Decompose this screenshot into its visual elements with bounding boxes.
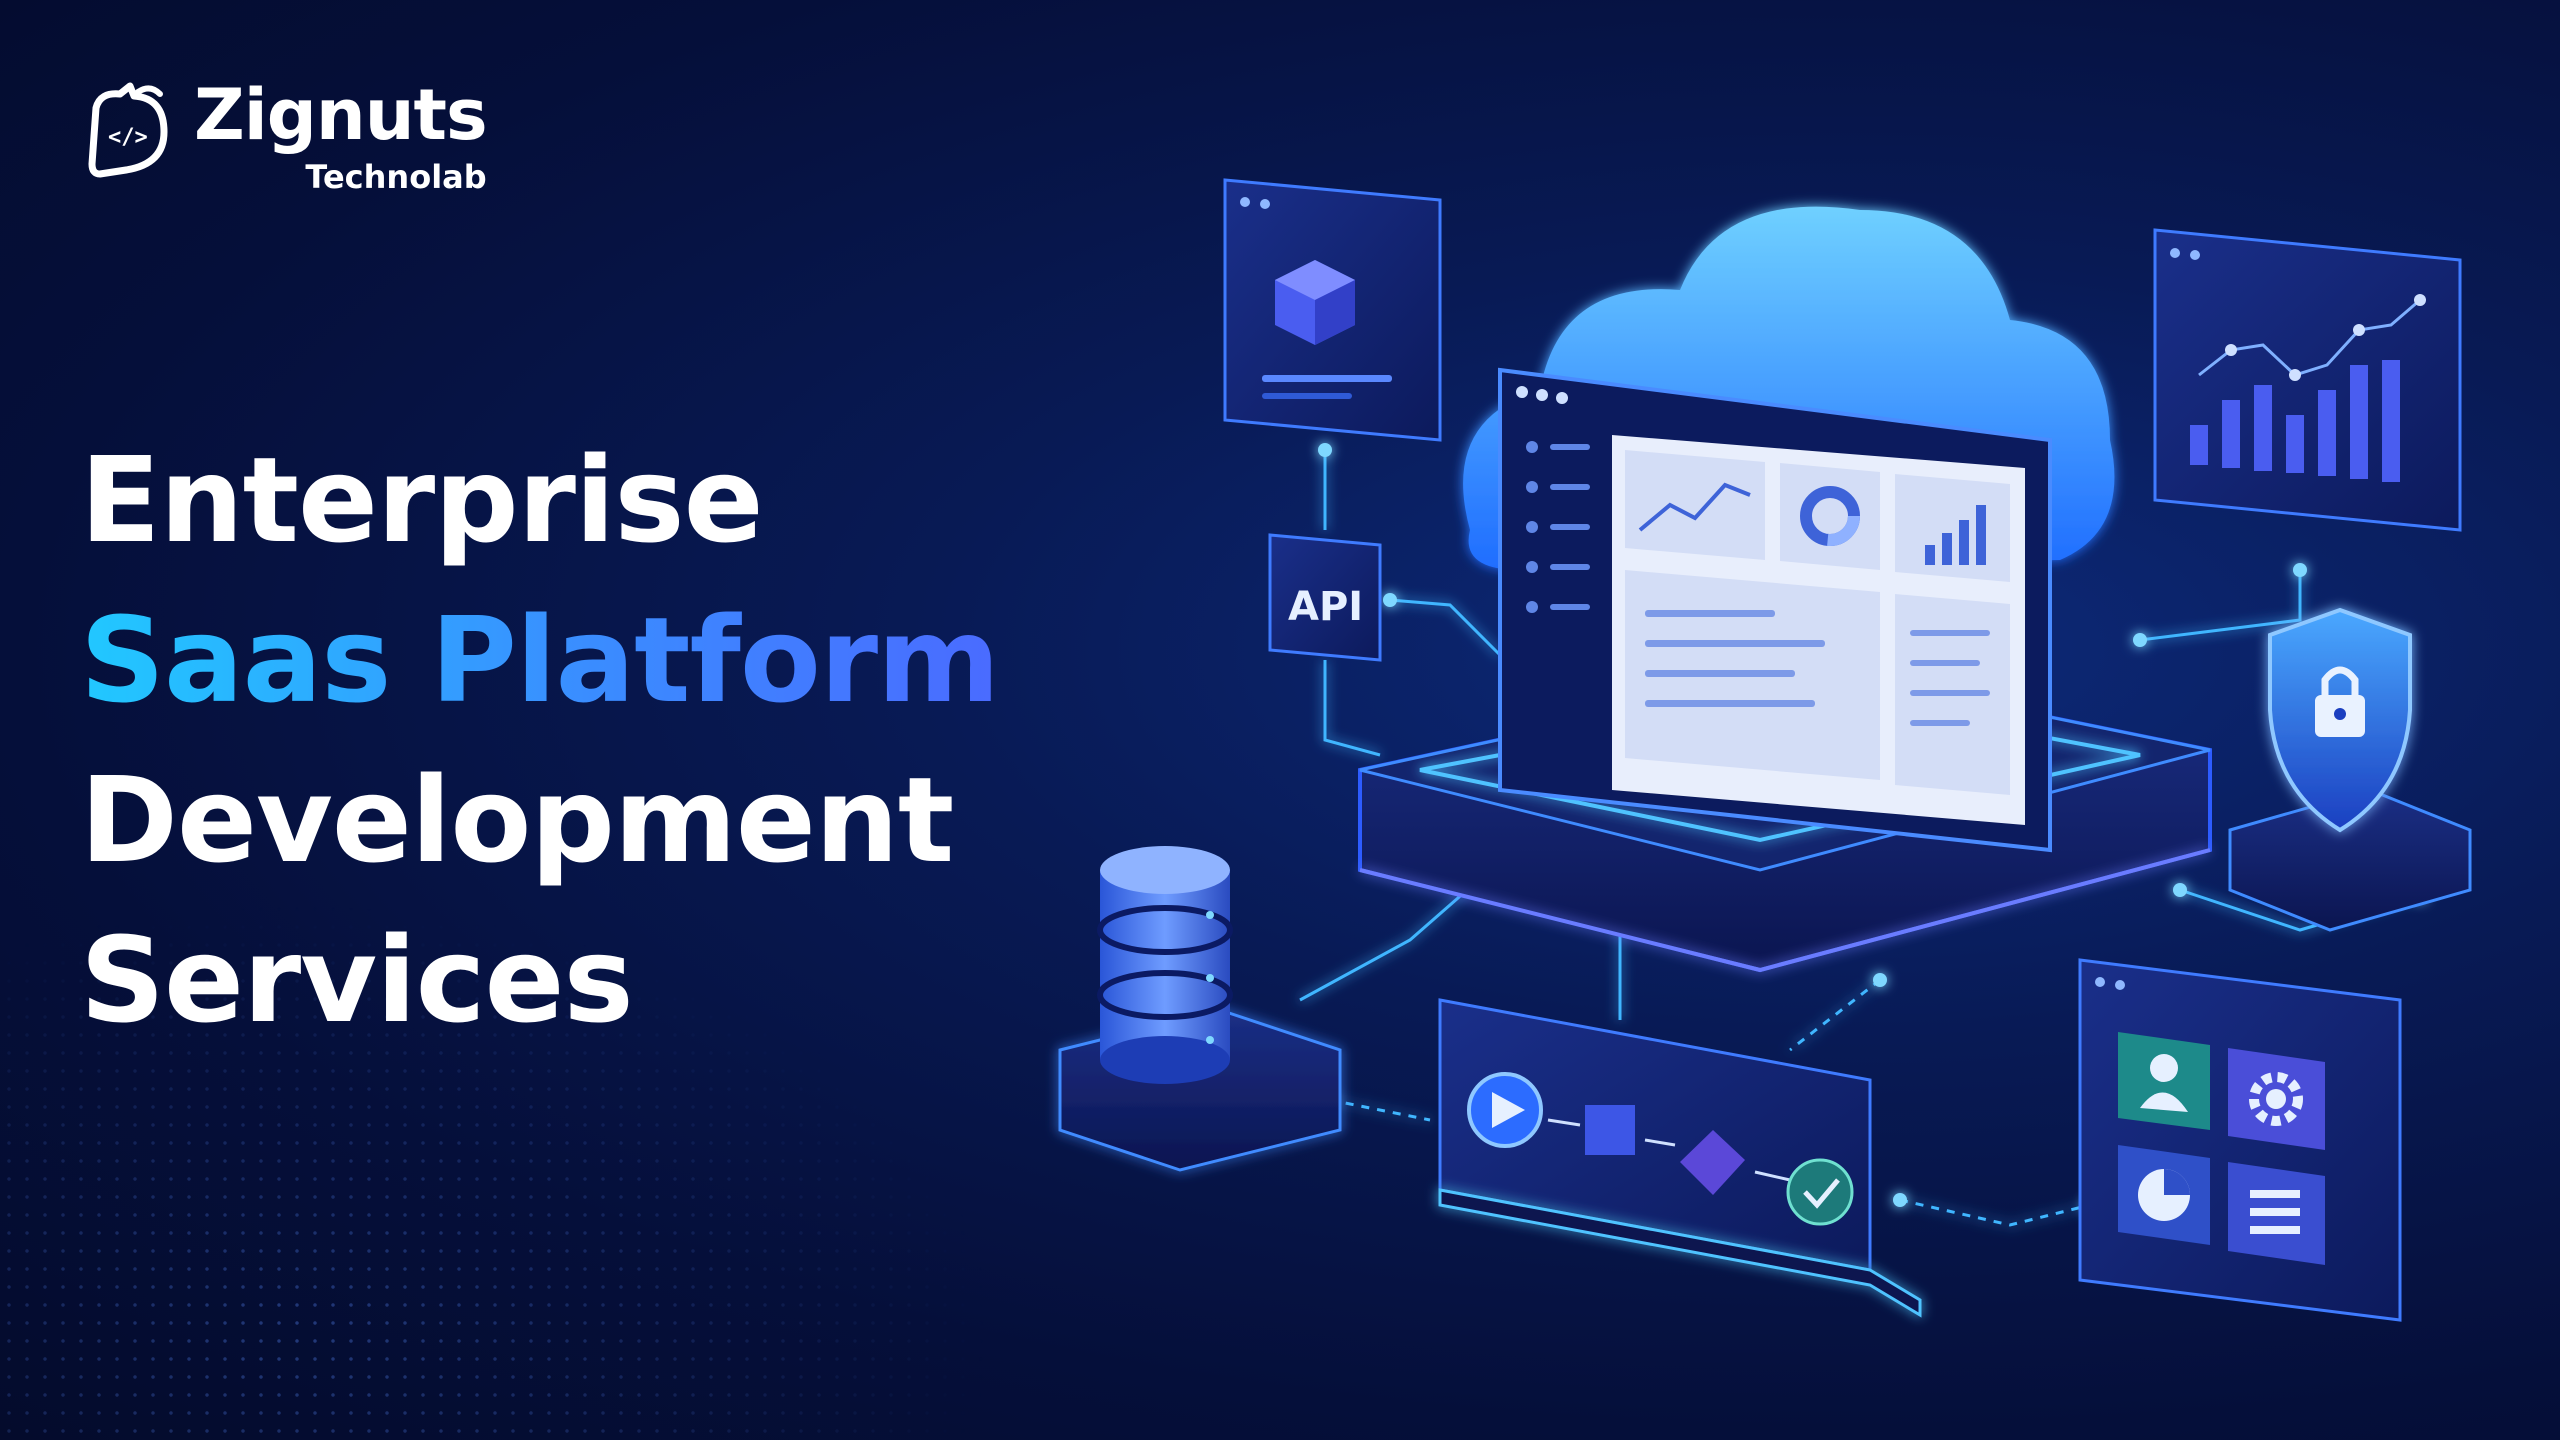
shield-lock-icon: [2228, 607, 2472, 932]
connector-lines: [1299, 450, 2421, 1227]
pie-chart-icon: [2118, 1145, 2210, 1245]
document-icon: [2228, 1162, 2325, 1265]
bar-chart-icon: [2190, 360, 2400, 482]
workflow-icon: [1438, 998, 1922, 1318]
headline-line-3: Development: [80, 751, 954, 889]
cube-window: [1223, 178, 1442, 442]
brand-name: Zignuts: [194, 74, 488, 156]
headline-line-2-accent: Saas Platform: [80, 580, 1000, 740]
zignuts-logo-icon: </>: [88, 82, 168, 178]
svg-text:</>: </>: [108, 125, 148, 150]
api-label: API: [1288, 584, 1363, 630]
headline-line-1: Enterprise: [80, 431, 764, 569]
database-icon: [1058, 846, 1342, 1172]
saas-illustration: API: [1058, 178, 2472, 1322]
brand-logo-block: </> Zignuts Technolab: [78, 74, 488, 196]
bar-chart-window: [2153, 228, 2462, 532]
gear-icon: [2228, 1048, 2325, 1150]
dashboard-window: [1498, 367, 2052, 853]
api-block: API: [1268, 533, 1382, 662]
user-app-icon: [2118, 1032, 2210, 1130]
apps-grid-window: [2078, 958, 2402, 1322]
cube-icon: [1275, 260, 1355, 345]
brand-subtitle: Technolab: [305, 158, 487, 196]
headline-line-4: Services: [80, 911, 634, 1049]
page-headline: Enterprise Saas Platform Development Ser…: [80, 420, 1000, 1060]
decorative-dot-wave: [0, 900, 1000, 1440]
